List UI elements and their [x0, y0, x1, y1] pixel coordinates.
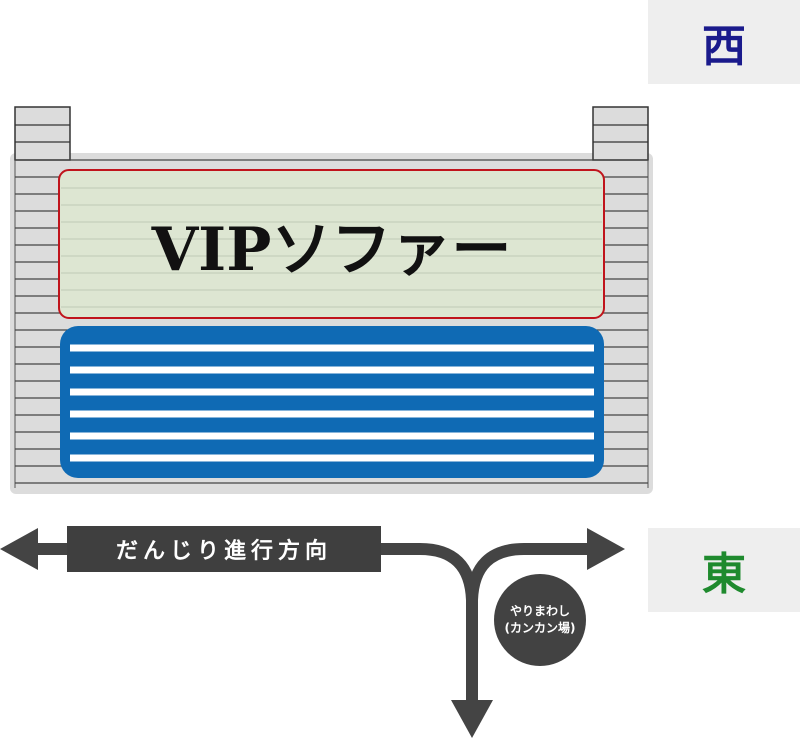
arrow-west-icon — [0, 528, 38, 570]
east-label: 東 — [648, 528, 800, 612]
route-direction-label: だんじり進行方向 — [67, 526, 381, 572]
arrow-east-icon — [587, 528, 625, 570]
seating-area — [60, 326, 604, 478]
vip-sofa-label: VIPソファー — [151, 214, 512, 285]
turn-spot-line2: (カンカン場) — [504, 621, 576, 635]
turn-spot-badge: やりまわし (カンカン場) — [494, 574, 586, 666]
west-label: 西 — [648, 0, 800, 84]
vip-sofa-area — [58, 169, 605, 319]
route-arrows — [20, 543, 600, 710]
turn-spot-line1: やりまわし — [509, 604, 570, 618]
arrow-south-icon — [451, 700, 493, 738]
